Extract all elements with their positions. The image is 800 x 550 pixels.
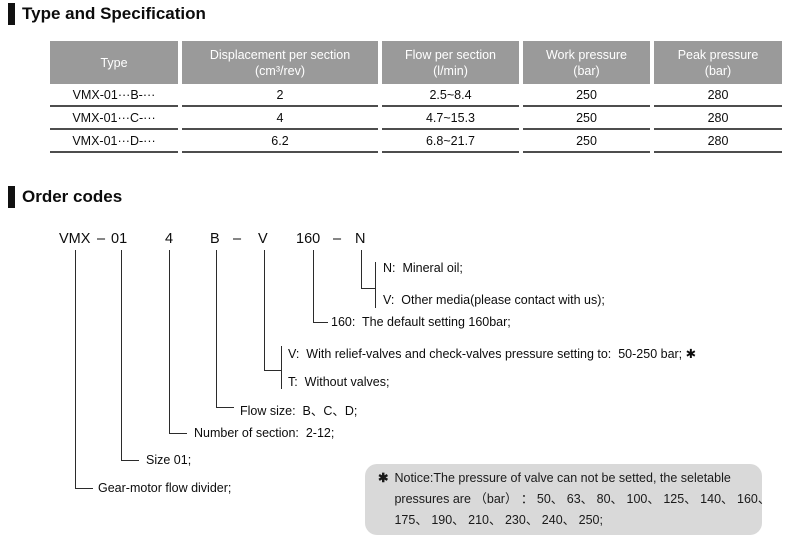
- connector-elbow-size: [121, 460, 139, 461]
- order-label-family: Gear-motor flow divider;: [98, 481, 232, 495]
- connector-elbow-sections: [169, 433, 187, 434]
- order-label-flow-size: Flow size: B、C、D;: [240, 404, 358, 418]
- code-token-dash: –: [97, 231, 106, 247]
- section-spec-heading: Type and Specification: [8, 3, 206, 25]
- code-token-pressure: 160: [296, 231, 321, 247]
- table-cell: 2.5~8.4: [382, 84, 519, 107]
- section-title: Type and Specification: [22, 4, 206, 23]
- table-cell: VMX-01···C-···: [50, 107, 178, 130]
- notice-text: Notice:The pressure of valve can not be …: [394, 468, 770, 531]
- code-token-size: 01: [111, 231, 128, 247]
- notice-line: 175、 190、 210、 230、 240、 250;: [394, 513, 603, 527]
- code-token-family: VMX: [59, 231, 91, 247]
- header-line: Work pressure: [545, 47, 628, 62]
- connector-line-family: [75, 250, 76, 489]
- table-cell: VMX-01···D-···: [50, 130, 178, 153]
- notice-box: ✱ Notice:The pressure of valve can not b…: [365, 464, 770, 535]
- connector-elbow-medium: [361, 288, 375, 289]
- order-label-medium-v: V: Other media(please contact with us);: [383, 293, 605, 307]
- connector-line-valves: [264, 250, 265, 371]
- table-cell: 250: [523, 84, 650, 107]
- code-token-medium: N: [355, 231, 366, 247]
- connector-line-pressure: [313, 250, 314, 323]
- table-cell: VMX-01···B-···: [50, 84, 178, 107]
- table-cell: 4.7~15.3: [382, 107, 519, 130]
- header-line: (l/min): [433, 63, 468, 78]
- table-cell: 6.2: [182, 130, 378, 153]
- connector-line-medium: [361, 250, 362, 289]
- header-line: Peak pressure: [677, 47, 759, 62]
- header-line: (cm³/rev): [255, 63, 305, 78]
- table-cell: 2: [182, 84, 378, 107]
- notice-line: Notice:The pressure of valve can not be …: [394, 471, 731, 485]
- code-token-dash: –: [333, 231, 342, 247]
- code-token-flow: B: [210, 231, 220, 247]
- spec-table: Type Displacement per section(cm³/rev) F…: [50, 41, 782, 153]
- asterisk-icon: ✱: [378, 471, 389, 485]
- connector-line-sections: [169, 250, 170, 434]
- order-label-valves-t: T: Without valves;: [288, 375, 390, 389]
- connector-elbow-family: [75, 488, 93, 489]
- order-label-size: Size 01;: [146, 453, 192, 467]
- table-header-type: Type: [50, 41, 178, 84]
- order-label-pressure: 160: The default setting 160bar;: [331, 315, 511, 329]
- header-line: Type: [100, 55, 128, 70]
- order-label-medium-n: N: Mineral oil;: [383, 261, 463, 275]
- table-cell: 280: [654, 84, 782, 107]
- header-line: (bar): [704, 63, 732, 78]
- header-line: Flow per section: [404, 47, 496, 62]
- fork-bar-valves: [281, 346, 282, 389]
- connector-line-size: [121, 250, 122, 461]
- table-cell: 280: [654, 107, 782, 130]
- table-cell: 4: [182, 107, 378, 130]
- notice-line: pressures are （bar） ： 50、 63、 80、 100、 1…: [394, 492, 771, 506]
- table-cell: 6.8~21.7: [382, 130, 519, 153]
- table-header-peak-pressure: Peak pressure(bar): [654, 41, 782, 84]
- heading-bar: [8, 3, 15, 25]
- table-cell: 250: [523, 107, 650, 130]
- order-label-sections: Number of section: 2-12;: [194, 426, 335, 440]
- section-order-heading: Order codes: [8, 186, 122, 208]
- order-label-valves-v: V: With relief-valves and check-valves p…: [288, 347, 697, 361]
- code-token-valves: V: [258, 231, 268, 247]
- table-cell: 280: [654, 130, 782, 153]
- table-header-flow: Flow per section(l/min): [382, 41, 519, 84]
- table-header-work-pressure: Work pressure(bar): [523, 41, 650, 84]
- connector-elbow-pressure: [313, 322, 328, 323]
- table-cell: 250: [523, 130, 650, 153]
- fork-bar-medium: [375, 262, 376, 308]
- connector-elbow-flow: [216, 407, 234, 408]
- connector-elbow-valves: [264, 370, 281, 371]
- table-header-displacement: Displacement per section(cm³/rev): [182, 41, 378, 84]
- heading-bar: [8, 186, 15, 208]
- header-line: (bar): [573, 63, 600, 78]
- connector-line-flow: [216, 250, 217, 408]
- section-title: Order codes: [22, 187, 123, 206]
- header-line: Displacement per section: [209, 47, 351, 62]
- code-token-sections: 4: [165, 231, 174, 247]
- code-token-dash: –: [233, 231, 242, 247]
